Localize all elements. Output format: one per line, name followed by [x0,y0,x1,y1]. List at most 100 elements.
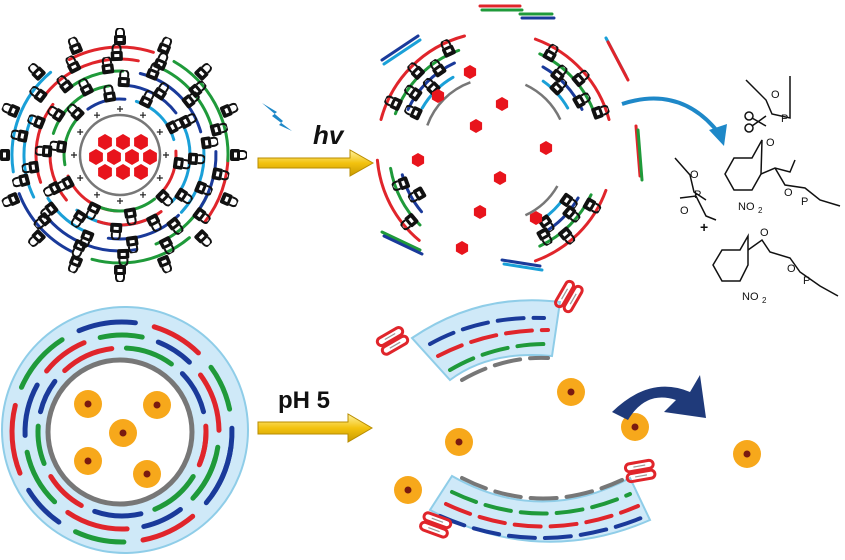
charge-mark [117,106,123,112]
lock-icon [581,195,604,217]
dna-strand [19,337,65,390]
scissors-icon [744,111,767,133]
i-motif-pair [561,288,569,300]
dna-strand [179,371,206,415]
i-motif-pair [431,517,444,523]
cargo-core [84,400,92,408]
free-duplex-strand [382,38,422,66]
fragment-dna-strand [444,502,640,529]
dna-strand [172,60,230,163]
ph-nanoparticle [1,306,249,554]
dna-strand [406,61,456,111]
lock-icon [0,190,22,211]
core-ring-fragment [524,83,562,121]
lock-icon [62,53,83,76]
dna-strand [152,474,196,512]
cargo-hexagon [431,89,445,103]
i-motif-pair [384,333,396,341]
cargo-hexagon [89,149,103,165]
cargo-hexagon [539,141,553,155]
lock-icon [144,211,165,234]
cargo-core [143,470,151,478]
dna-strand [35,423,47,466]
cargo-hexagon [134,164,148,180]
cargo-hexagon [455,241,469,255]
caged-nanostructure [0,28,247,282]
dna-strand [140,513,196,543]
cargo-hexagon [463,65,477,79]
svg-text:+: + [700,219,708,235]
i-motif [419,511,453,539]
dna-strand [65,509,130,532]
svg-text:2: 2 [762,296,767,305]
svg-text:P: P [801,196,808,208]
charge-mark [94,191,100,198]
i-motif-loop [380,334,410,356]
cargo-hexagon [107,149,121,165]
photocleavage-chemistry [674,76,841,297]
dna-strand [48,474,84,508]
released-hexagon-cargo [411,65,553,255]
dna-strand [196,423,209,468]
charge-mark [77,129,84,135]
light-bolt-icon [262,103,292,131]
svg-text:P: P [803,275,810,287]
lock-icon [113,28,127,46]
dna-strand [9,402,23,476]
lock-icon [137,88,158,111]
dna-strand [67,45,155,62]
yellow-arrow-bottom [257,413,373,443]
cargo-core [455,438,463,446]
i-motif-loop [625,468,657,484]
lock-icon [113,264,127,282]
dna-strand [208,364,233,412]
chem-labels: O P O NO 2 O P O P O + O O P NO 2 [680,89,810,305]
dna-strand [62,115,81,167]
i-motif-pair [635,474,648,478]
lock-icon [67,207,89,231]
cargo-hexagon [116,134,130,150]
core-ring [78,113,162,197]
lock-icon [64,34,85,57]
svg-text:P: P [781,113,788,125]
dna-strand [209,425,235,498]
fragment-dna-strand [438,514,648,540]
dna-strand [155,339,192,365]
label-hv: hv [313,120,345,150]
ph-opened-fragments [375,279,761,543]
open-dna-layers [375,34,611,263]
lock-icon [64,100,87,123]
dna-strand [161,149,178,193]
svg-text:NO: NO [742,291,759,303]
svg-text:O: O [680,205,689,217]
charge-mark [156,129,163,135]
dna-strand [26,487,62,525]
photocage-locks [0,28,247,282]
upper-fragment [410,299,562,382]
dna-strand [39,57,140,102]
lock-icon [229,148,247,162]
lock-icon [192,227,215,250]
ph-dna-strands [9,319,235,545]
i-motif-pair [389,341,401,349]
i-motif-pair [569,293,577,305]
dna-strand [22,116,36,199]
svg-text:O: O [771,89,780,101]
cargo-hexagon [98,134,112,150]
hexagon-cargo-cluster [89,134,157,180]
svg-text:O: O [787,263,796,275]
lock-icon [0,99,22,120]
lock-icon [82,199,103,222]
dna-strand [198,372,222,433]
label-ph: pH 5 [278,387,330,414]
lock-icon [155,253,176,276]
i-motif [554,279,584,314]
cargo-core [631,423,639,431]
cargo-hexagon [98,164,112,180]
cargo-hexagon [411,153,425,167]
i-motif-loop [623,458,655,474]
free-duplex-strand [500,258,542,268]
dna-strand [141,507,183,529]
yellow-arrow-top [257,149,375,177]
cargo-core [743,450,751,458]
